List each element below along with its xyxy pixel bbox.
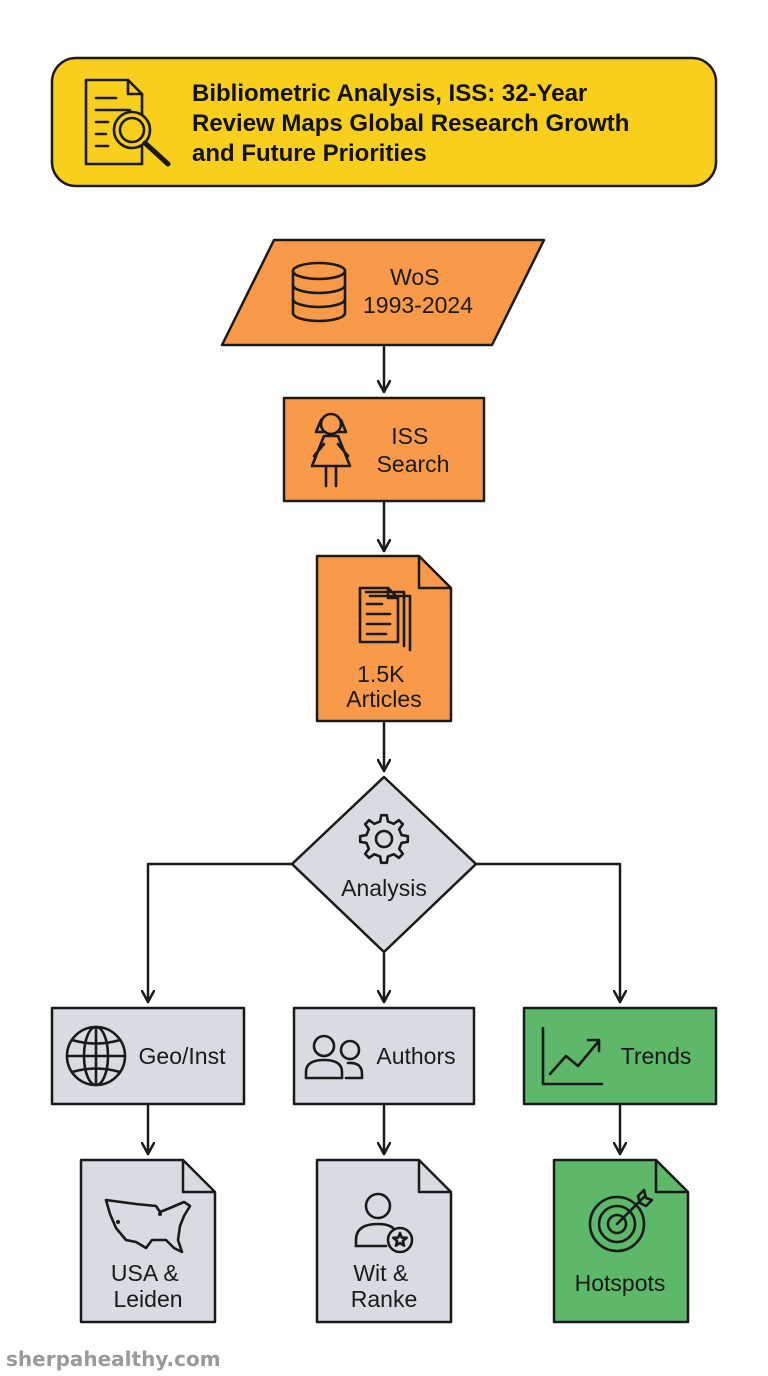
globe-icon xyxy=(65,1025,127,1087)
girl-icon xyxy=(310,412,352,488)
database-icon xyxy=(291,261,347,323)
node-hotspots-label: Hotspots xyxy=(575,1270,666,1296)
title-line-1: Bibliometric Analysis, ISS: 32-Year xyxy=(192,80,587,107)
node-trends-label: Trends xyxy=(621,1043,692,1069)
documents-icon xyxy=(358,586,412,652)
node-trends: Trends xyxy=(522,1006,718,1106)
connectors xyxy=(148,344,620,1156)
title-text: Bibliometric Analysis, ISS: 32-Year Revi… xyxy=(192,80,636,167)
node-hotspots: Hotspots xyxy=(552,1158,690,1324)
edge-analysis-trends xyxy=(474,862,620,1004)
node-articles-line-2: Articles xyxy=(346,686,421,712)
node-authors: Authors xyxy=(292,1006,476,1106)
title-line-2: Review Maps Global Research Growth xyxy=(192,110,629,137)
node-wos-label: WoS 1993-2024 xyxy=(363,264,473,318)
node-wit-label: Wit & Ranke xyxy=(351,1260,417,1312)
node-iss-search: ISS Search xyxy=(282,396,486,503)
node-articles-label: 1.5K Articles xyxy=(346,661,421,712)
node-wit-ranke: Wit & Ranke xyxy=(315,1158,453,1324)
node-geo-label: Geo/Inst xyxy=(139,1043,227,1069)
node-articles-shape xyxy=(315,554,453,723)
node-trends-shape xyxy=(522,1006,718,1106)
node-analysis-line-1: Analysis xyxy=(341,875,427,901)
node-authors-label: Authors xyxy=(376,1043,455,1069)
node-usa-line-2: Leiden xyxy=(113,1286,182,1312)
node-usa-leiden: USA & Leiden xyxy=(79,1158,217,1324)
title-line-3: and Future Priorities xyxy=(192,140,427,167)
node-authors-line-1: Authors xyxy=(376,1043,455,1069)
gear-icon xyxy=(358,813,410,865)
trend-chart-icon xyxy=(541,1026,604,1086)
node-articles-line-1: 1.5K xyxy=(357,661,405,687)
target-icon xyxy=(588,1188,654,1253)
node-wit-line-1: Wit & xyxy=(353,1260,408,1286)
node-wos: WoS 1993-2024 xyxy=(220,238,546,347)
node-articles: 1.5K Articles xyxy=(315,554,453,723)
node-hotspots-line-1: Hotspots xyxy=(575,1270,666,1296)
node-geo-inst: Geo/Inst xyxy=(50,1006,246,1106)
title-banner: Bibliometric Analysis, ISS: 32-Year Revi… xyxy=(50,56,718,188)
document-search-icon xyxy=(84,78,171,167)
node-iss-shape xyxy=(282,396,486,503)
node-wos-line-2: 1993-2024 xyxy=(363,292,473,318)
usa-map-icon xyxy=(104,1198,192,1254)
node-iss-line-1: ISS xyxy=(391,423,428,449)
user-star-icon xyxy=(354,1192,414,1254)
edge-analysis-geo xyxy=(148,862,294,1004)
node-usa-label: USA & Leiden xyxy=(111,1260,185,1312)
node-wos-line-1: WoS xyxy=(390,264,439,290)
node-iss-label: ISS Search xyxy=(377,423,450,477)
node-analysis-shape xyxy=(290,775,478,954)
node-usa-line-1: USA & xyxy=(111,1260,179,1286)
node-analysis: Analysis xyxy=(290,775,478,954)
node-wit-shape xyxy=(315,1158,453,1324)
node-analysis-label: Analysis xyxy=(341,875,427,901)
node-trends-line-1: Trends xyxy=(621,1043,692,1069)
node-wit-line-2: Ranke xyxy=(351,1286,417,1312)
users-icon xyxy=(304,1034,364,1080)
watermark: sherpahealthy.com xyxy=(6,1347,221,1371)
node-geo-line-1: Geo/Inst xyxy=(139,1043,227,1069)
title-banner-box xyxy=(50,56,718,188)
node-iss-line-2: Search xyxy=(377,451,450,477)
